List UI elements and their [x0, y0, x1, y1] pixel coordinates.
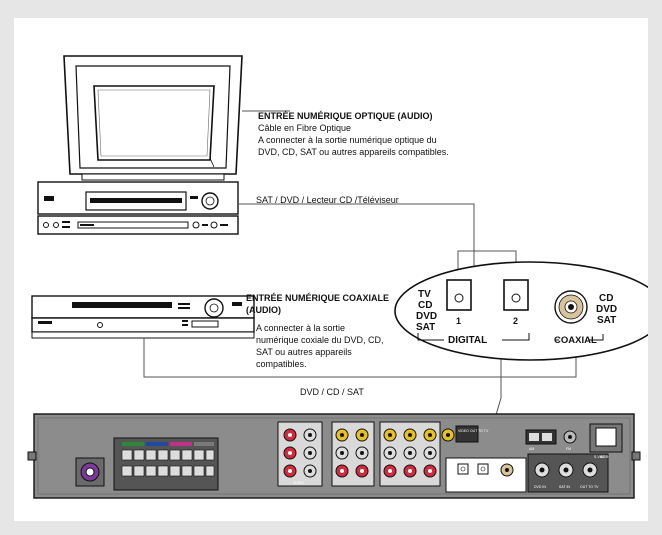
coaxial-line-2: numérique coxiale du DVD, CD, [256, 335, 384, 345]
source-bottom-label: DVD / CD / SAT [300, 387, 364, 397]
audio-rca-jacks: AUDIO [277, 421, 323, 487]
dvd-in-label: DVD IN [534, 485, 546, 489]
coaxial-text-block: ENTRÉE NUMÉRIQUE COAXIALE (AUDIO) A conn… [246, 292, 389, 370]
receiver-rear-panel: AUDIO VIDEO O [27, 413, 641, 499]
video-out-jack: VIDEO OUT TO TV [441, 425, 489, 443]
speaker-terminals [113, 437, 219, 491]
subwoofer-connector [75, 457, 105, 487]
optical-cable-label: Câble en Fibre Optique [258, 123, 352, 133]
connection-diagram: TV CD DVD SAT 1 2 DIGITAL CD DVD SAT COA… [27, 55, 648, 499]
coaxial-title-2: (AUDIO) [246, 305, 281, 315]
zoom-port-2-label: 2 [513, 316, 518, 326]
optical-line-2: DVD, CD, SAT ou autres appareils compati… [258, 147, 449, 157]
av-jacks-group-2 [379, 421, 441, 487]
ac-power-socket: AC ~ [589, 423, 623, 459]
zoom-digital-label: DIGITAL [448, 335, 487, 346]
coaxial-line-4: compatibles. [256, 359, 307, 369]
s-video-block: DVD IN SAT IN OUT TO TV S-VIDEO [527, 453, 609, 493]
zoom-label-tv: TV [418, 289, 431, 300]
av-jacks-group-1 [331, 421, 375, 487]
audio-label: AUDIO [293, 481, 304, 485]
vcr-illustration [37, 181, 239, 235]
optical-text-block: ENTRÉE NUMÉRIQUE OPTIQUE (AUDIO) Câble e… [258, 110, 449, 158]
zoom-coax-cd: CD [599, 293, 613, 304]
video-out-label: VIDEO OUT TO TV [458, 429, 489, 433]
am-label: AM [529, 447, 534, 451]
antenna-block: AM FM [525, 429, 577, 451]
zoom-label-dvd: DVD [416, 311, 437, 322]
fm-label: FM [566, 447, 571, 451]
zoom-label-sat: SAT [416, 322, 435, 333]
diagram-panel: TV CD DVD SAT 1 2 DIGITAL CD DVD SAT COA… [14, 18, 648, 521]
optical-title: ENTRÉE NUMÉRIQUE OPTIQUE (AUDIO) [258, 111, 433, 121]
coaxial-title: ENTRÉE NUMÉRIQUE COAXIALE [246, 293, 390, 303]
source-top-label: SAT / DVD / Lecteur CD /Téléviseur [256, 195, 399, 205]
dvd-player-illustration [31, 295, 255, 339]
tv-illustration [63, 55, 243, 181]
coaxial-line-3: SAT ou autres appareils [256, 347, 352, 357]
digital-input-zoom: TV CD DVD SAT 1 2 DIGITAL CD DVD SAT COA… [394, 261, 648, 361]
sat-in-label: SAT IN [559, 485, 570, 489]
zoom-coax-dvd: DVD [596, 304, 617, 315]
panel-digital-label: DIGITAL [466, 485, 479, 489]
s-video-label: S-VIDEO [594, 455, 609, 459]
panel-digital-inputs: DIGITAL COAXIAL [445, 457, 527, 493]
zoom-label-cd: CD [418, 300, 432, 311]
optical-line-1: A connecter à la sortie numérique optiqu… [258, 135, 437, 145]
zoom-coax-sat: SAT [597, 315, 616, 326]
zoom-port-1-label: 1 [456, 316, 461, 326]
ac-label: AC ~ [600, 455, 608, 459]
out-to-tv-label: OUT TO TV [580, 485, 599, 489]
zoom-coaxial-label: COAXIAL [554, 335, 597, 346]
coaxial-line-1: A connecter à la sortie [256, 323, 346, 333]
panel-coaxial-label: COAXIAL [499, 485, 514, 489]
